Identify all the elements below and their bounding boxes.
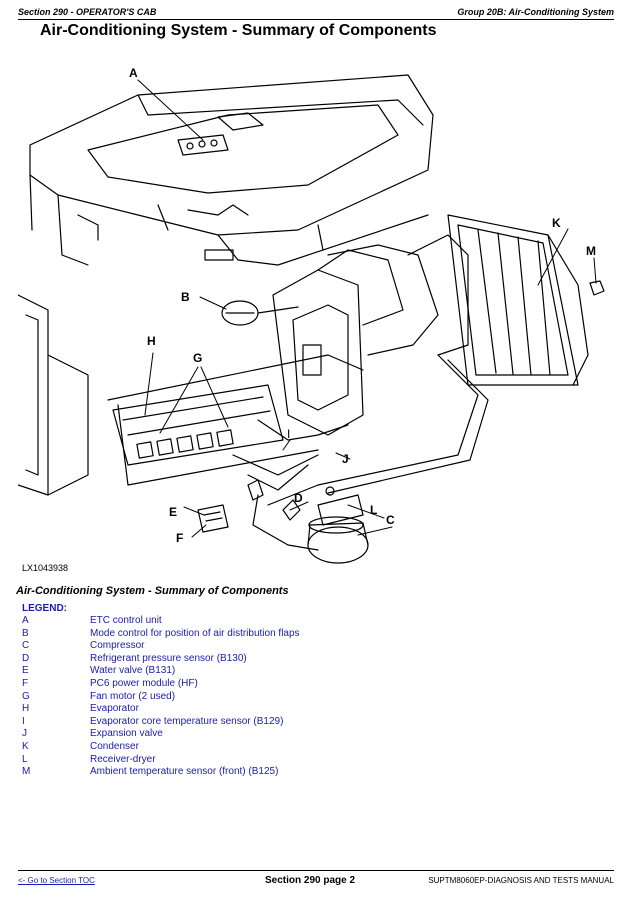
legend-key: K: [22, 740, 29, 752]
legend-item: L Receiver-dryer: [22, 754, 582, 767]
legend-text: Compressor: [90, 640, 145, 652]
air-distribution-duct: [247, 244, 439, 491]
legend-item: C Compressor: [22, 640, 582, 653]
power-module: [197, 504, 229, 533]
legend-text: Receiver-dryer: [90, 753, 156, 765]
legend-key: J: [22, 728, 27, 740]
callout-m: M: [586, 244, 596, 258]
etc-control-unit: [177, 112, 264, 156]
legend-text: Evaporator core temperature sensor (B129…: [90, 715, 284, 727]
legend-text: Refrigerant pressure sensor (B130): [90, 652, 247, 664]
legend-item: K Condenser: [22, 741, 582, 754]
legend-item: G Fan motor (2 used): [22, 691, 582, 704]
legend-text: Expansion valve: [90, 728, 163, 740]
callout-b: B: [181, 290, 190, 304]
callout-k: K: [552, 216, 561, 230]
water-valve: [247, 479, 264, 501]
legend-item: H Evaporator: [22, 703, 582, 716]
legend-text: Mode control for position of air distrib…: [90, 627, 300, 639]
legend-key: C: [22, 640, 30, 652]
section-toc-link[interactable]: <- Go to Section TOC: [18, 876, 95, 885]
legend-key: M: [22, 766, 31, 778]
header-section: Section 290 - OPERATOR'S CAB: [18, 7, 157, 17]
component-diagram: A B C D E F G H I J K L M: [18, 66, 605, 564]
compressor: [307, 516, 369, 564]
legend-item: E Water valve (B131): [22, 665, 582, 678]
legend-item: D Refrigerant pressure sensor (B130): [22, 653, 582, 666]
legend-list: A ETC control unit B Mode control for posi…: [22, 615, 582, 779]
legend-item: I Evaporator core temperature sensor (B12…: [22, 716, 582, 729]
callout-f: F: [176, 531, 183, 545]
refrigerant-lines: [252, 354, 489, 551]
legend-text: Evaporator: [90, 703, 139, 715]
legend-item: M Ambient temperature sensor (front) (B12…: [22, 766, 582, 779]
manual-title: SUPTM8060EP-DIAGNOSIS AND TESTS MANUAL: [428, 876, 614, 885]
legend-item: J Expansion valve: [22, 728, 582, 741]
evaporator-housing: [112, 384, 319, 476]
legend-key: I: [22, 715, 25, 727]
legend-text: PC6 power module (HF): [90, 677, 198, 689]
legend-key: E: [22, 665, 29, 677]
ambient-temperature-sensor: [589, 280, 605, 296]
callout-labels: A B C D E F G H I J K L M: [129, 66, 596, 545]
callout-e: E: [169, 505, 177, 519]
page-title: Air-Conditioning System - Summary of Com…: [40, 22, 437, 39]
legend-key: H: [22, 703, 30, 715]
receiver-dryer: [317, 486, 364, 526]
legend-text: Condenser: [90, 740, 139, 752]
legend-key: F: [22, 677, 29, 689]
footer-rule: [18, 870, 614, 871]
legend-key: L: [22, 753, 28, 765]
mode-control-unit: [221, 300, 299, 326]
figure-caption: Air-Conditioning System - Summary of Com…: [16, 585, 289, 597]
legend-heading: LEGEND:: [22, 603, 67, 614]
legend-key: D: [22, 652, 30, 664]
callout-g: G: [193, 351, 202, 365]
header-group: Group 20B: Air-Conditioning System: [457, 7, 614, 17]
callout-c: C: [386, 513, 395, 527]
figure-id: LX1043938: [22, 563, 69, 573]
cab-roof: [29, 74, 434, 266]
legend-text: Fan motor (2 used): [90, 690, 176, 702]
callout-i: I: [287, 427, 290, 441]
legend-text: Ambient temperature sensor (front) (B125…: [90, 766, 279, 778]
callout-h: H: [147, 334, 156, 348]
cab-side: [18, 294, 364, 496]
condenser: [407, 214, 589, 386]
callout-j: J: [342, 452, 349, 466]
page-footer: <- Go to Section TOC Section 290 page 2 …: [18, 875, 614, 890]
pressure-sensor: [282, 499, 301, 521]
header-rule: [18, 19, 614, 20]
page-number: Section 290 page 2: [265, 875, 356, 886]
legend-text: ETC control unit: [90, 615, 162, 626]
legend-key: B: [22, 627, 29, 639]
callout-d: D: [294, 491, 303, 505]
callout-a: A: [129, 66, 138, 80]
legend-text: Water valve (B131): [90, 665, 176, 677]
legend-item: B Mode control for position of air distri…: [22, 628, 582, 641]
legend-key: G: [22, 690, 30, 702]
leader-lines: [137, 79, 597, 538]
callout-l: L: [370, 503, 377, 517]
page-header: Section 290 - OPERATOR'S CAB Group 20B: …: [18, 4, 614, 20]
legend-item: A ETC control unit: [22, 615, 582, 628]
legend-item: F PC6 power module (HF): [22, 678, 582, 691]
legend-key: A: [22, 615, 29, 626]
